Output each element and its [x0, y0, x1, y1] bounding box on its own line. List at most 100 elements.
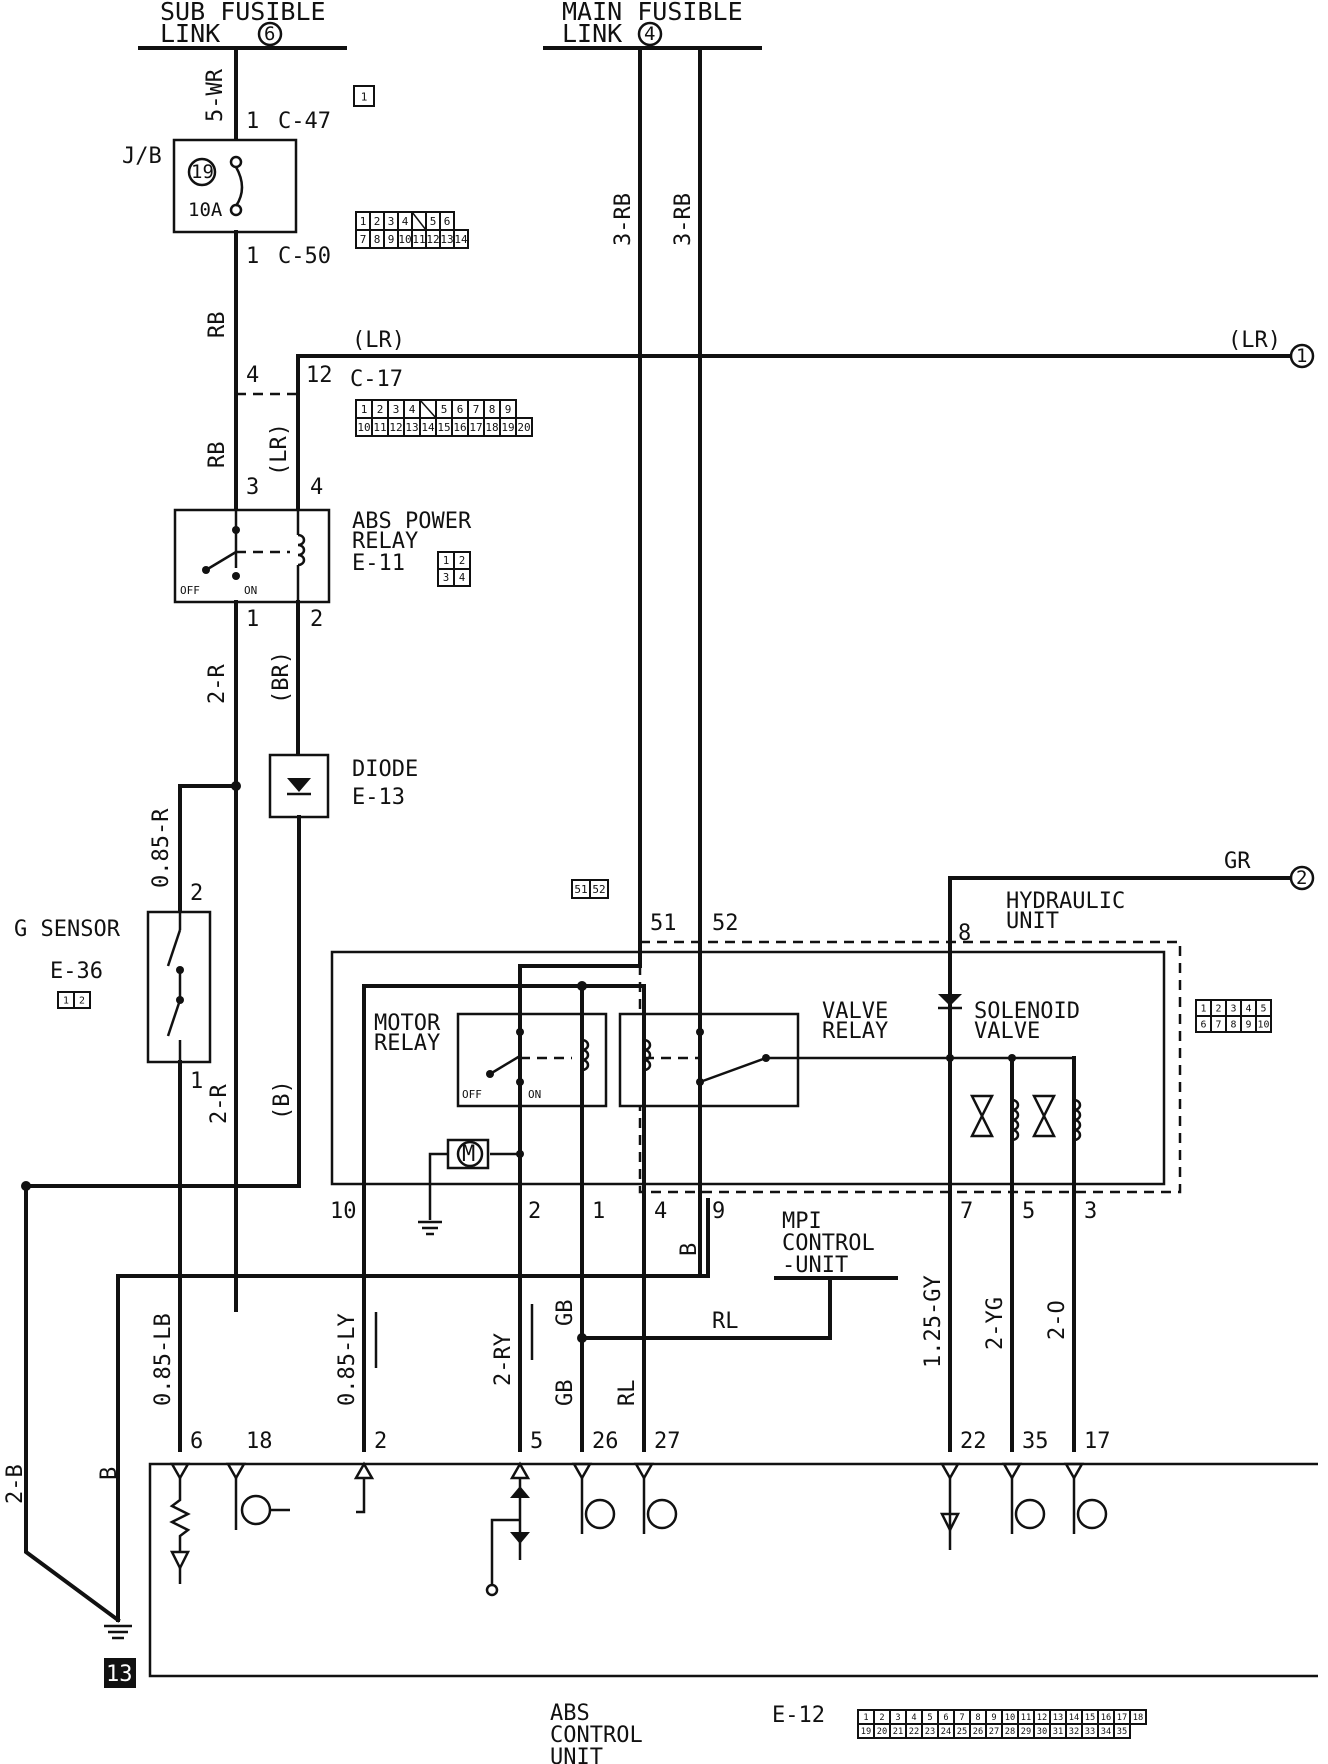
svg-text:0.85-LB: 0.85-LB — [151, 1313, 176, 1406]
svg-text:-UNIT: -UNIT — [782, 1253, 848, 1278]
valve-relay: VALVE RELAY — [580, 950, 950, 1202]
svg-text:(BR): (BR) — [269, 651, 294, 704]
connector-cavity-number: 2 — [1216, 1004, 1222, 1015]
svg-text:CONTROL: CONTROL — [550, 1723, 643, 1748]
svg-text:HYDRAULIC: HYDRAULIC — [1006, 889, 1125, 914]
svg-text:4: 4 — [246, 363, 259, 388]
svg-text:4: 4 — [644, 23, 655, 45]
svg-text:3: 3 — [1084, 1199, 1097, 1224]
connector-cavity-number: 3 — [388, 215, 395, 228]
ecu-internal-symbols — [169, 1461, 1108, 1597]
svg-text:2-RY: 2-RY — [491, 1333, 516, 1386]
svg-text:RL: RL — [712, 1309, 739, 1334]
connector-cavity-number: 5 — [927, 1713, 932, 1723]
connector-cavity-number: 2 — [879, 1713, 884, 1723]
svg-text:18: 18 — [246, 1429, 273, 1454]
svg-text:UNIT: UNIT — [550, 1745, 603, 1764]
connector-cavity-number: 33 — [1085, 1727, 1095, 1737]
connector-cavity-number: 27 — [989, 1727, 999, 1737]
connector-cavity-number: 4 — [402, 215, 409, 228]
svg-text:CONTROL: CONTROL — [782, 1231, 875, 1256]
connector-cavity — [589, 879, 609, 899]
connector-cavity-number: 21 — [893, 1727, 903, 1737]
connector-cavity-number: 3 — [393, 403, 400, 416]
connector-cavity-number: 32 — [1069, 1727, 1079, 1737]
svg-text:GR: GR — [1224, 849, 1251, 874]
connector-cavity-number: 3 — [443, 572, 449, 584]
svg-text:ON: ON — [528, 1088, 541, 1101]
connector-cavity-number: 3 — [895, 1713, 900, 1723]
connector-cavity-number: 9 — [505, 403, 512, 416]
connector-cavity-number: 9 — [991, 1713, 996, 1723]
svg-text:E-12: E-12 — [772, 1703, 825, 1728]
connector-cavity — [353, 85, 375, 107]
connector-cavity-number: 26 — [973, 1727, 983, 1737]
connector-cavity — [1113, 1723, 1131, 1739]
svg-text:2-B: 2-B — [3, 1464, 28, 1504]
svg-text:5: 5 — [530, 1429, 543, 1454]
connector-cavity-number: 7 — [959, 1713, 964, 1723]
connector-cavity-number: 5 — [430, 215, 437, 228]
svg-text:2-O: 2-O — [1045, 1300, 1070, 1340]
svg-text:10A: 10A — [188, 199, 223, 221]
g-sensor: 0.85-R 2 G SENSOR E-36 1 — [14, 781, 241, 1094]
svg-text:2: 2 — [310, 607, 323, 632]
connector-face-c47: 1 — [353, 85, 375, 107]
svg-text:E-36: E-36 — [50, 959, 103, 984]
connector-cavity-number: 29 — [1021, 1727, 1031, 1737]
connector-cavity-number: 1 — [361, 403, 368, 416]
abs-power-relay: ABS POWER RELAY E-11 OFF ON — [173, 508, 472, 604]
connector-cavity-number: 1 — [443, 555, 449, 567]
svg-text:B: B — [97, 1467, 122, 1480]
connector-c17-label: 4 12 C-17 — [236, 363, 403, 396]
connector-cavity — [73, 991, 91, 1009]
connector-cavity-number: 20 — [517, 421, 530, 434]
connector-cavity-number: 28 — [1005, 1727, 1015, 1737]
svg-text:(LR): (LR) — [267, 423, 292, 476]
connector-cavity-number: 25 — [957, 1727, 967, 1737]
connector-cavity-number: 14 — [454, 233, 468, 246]
svg-text:1: 1 — [1296, 345, 1307, 367]
connector-cavity-number: 7 — [473, 403, 480, 416]
svg-text:(LR): (LR) — [1228, 328, 1281, 353]
connector-cavity-number: 52 — [592, 883, 605, 896]
svg-text:C-47: C-47 — [278, 109, 331, 134]
svg-text:2: 2 — [528, 1199, 541, 1224]
svg-text:G SENSOR: G SENSOR — [14, 917, 121, 942]
svg-text:27: 27 — [654, 1429, 681, 1454]
connector-cavity-number: 19 — [861, 1727, 871, 1737]
svg-text:LINK: LINK — [160, 19, 220, 48]
blank-cavity-mark — [419, 399, 437, 419]
connector-cavity-number: 13 — [440, 233, 453, 246]
svg-text:MPI: MPI — [782, 1209, 822, 1234]
connector-cavity-number: 5 — [441, 403, 448, 416]
svg-text:52: 52 — [712, 911, 739, 936]
connector-cavity-number: 24 — [941, 1727, 951, 1737]
svg-text:6: 6 — [190, 1429, 203, 1454]
svg-text:RL: RL — [615, 1380, 640, 1407]
connector-cavity — [453, 568, 471, 587]
svg-text:2-R: 2-R — [205, 664, 230, 704]
svg-text:35: 35 — [1022, 1429, 1049, 1454]
connector-cavity-number: 30 — [1037, 1727, 1047, 1737]
connector-cavity-number: 9 — [388, 233, 395, 246]
connector-cavity-number: 15 — [437, 421, 450, 434]
connector-cavity-number: 13 — [1053, 1713, 1063, 1723]
svg-text:7: 7 — [960, 1199, 973, 1224]
svg-text:3-RB: 3-RB — [611, 193, 636, 246]
connector-cavity-number: 6 — [457, 403, 464, 416]
connector-cavity-number: 10 — [357, 421, 370, 434]
connector-cavity-number: 11 — [373, 421, 386, 434]
svg-text:22: 22 — [960, 1429, 987, 1454]
svg-text:LINK: LINK — [562, 19, 622, 48]
blank-cavity-mark — [411, 211, 427, 231]
svg-text:1: 1 — [246, 109, 259, 134]
svg-text:SUB FUSIBLE: SUB FUSIBLE — [160, 0, 326, 26]
hydraulic-unit — [330, 940, 1182, 1202]
connector-cavity-number: 6 — [943, 1713, 948, 1723]
connector-cavity-number: 15 — [1085, 1713, 1095, 1723]
main-fusible-link: MAIN FUSIBLE LINK 4 — [543, 0, 762, 50]
svg-text:2: 2 — [1296, 867, 1307, 889]
